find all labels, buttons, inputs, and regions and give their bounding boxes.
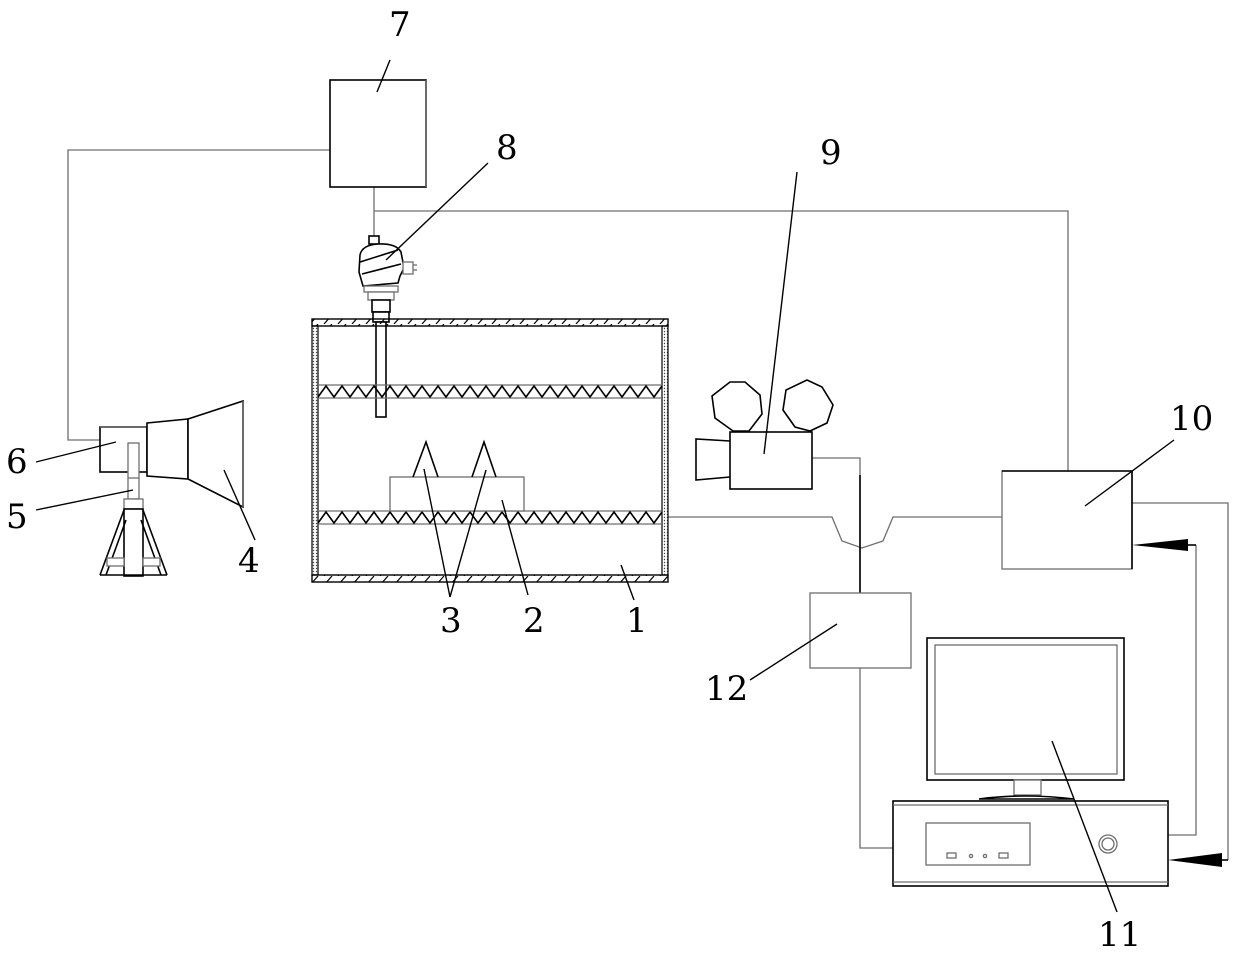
specimen-left bbox=[412, 439, 439, 478]
wire-processor-out bbox=[1132, 502, 1229, 860]
converter-box bbox=[809, 592, 912, 669]
leader-lines bbox=[35, 59, 1175, 913]
camera-reel-left bbox=[711, 381, 763, 432]
label-2: 2 bbox=[523, 601, 545, 641]
camera-body bbox=[729, 431, 813, 490]
usb-port-icon bbox=[946, 852, 957, 859]
label-4: 4 bbox=[238, 541, 260, 581]
test-chamber bbox=[311, 318, 669, 583]
power-button-icon bbox=[1098, 834, 1118, 854]
label-8: 8 bbox=[496, 128, 518, 168]
wires bbox=[67, 149, 1229, 867]
thermal-camera bbox=[695, 379, 834, 490]
monitor-neck bbox=[1013, 779, 1042, 796]
drive-bay bbox=[925, 822, 1031, 866]
computer bbox=[892, 637, 1169, 887]
horn-antenna-assembly bbox=[99, 399, 244, 577]
label-11: 11 bbox=[1098, 915, 1141, 955]
label-3: 3 bbox=[440, 601, 462, 641]
led-icon bbox=[982, 853, 988, 859]
horn-flare bbox=[187, 399, 244, 509]
specimen-right bbox=[471, 439, 497, 478]
label-7: 7 bbox=[389, 5, 411, 45]
led-icon bbox=[968, 853, 974, 859]
camera-lens bbox=[695, 438, 731, 481]
sample-platform bbox=[389, 476, 525, 512]
absorber-lower bbox=[317, 510, 663, 525]
label-5: 5 bbox=[6, 497, 28, 537]
label-12: 12 bbox=[705, 669, 748, 709]
horn-neck bbox=[146, 418, 189, 480]
monitor-screen bbox=[934, 644, 1118, 775]
arrow-to-computer-icon bbox=[1168, 853, 1222, 867]
usb-port-icon bbox=[998, 852, 1009, 859]
monitor-base bbox=[978, 795, 1075, 800]
wire-chamber-to-processor bbox=[668, 516, 1002, 549]
bracket bbox=[99, 426, 148, 473]
wire-computer-out bbox=[1168, 545, 1197, 836]
label-10: 10 bbox=[1170, 399, 1213, 439]
wire-converter-to-computer bbox=[859, 668, 893, 849]
wire-controller-to-bracket bbox=[67, 149, 330, 441]
arrow-to-processor-icon bbox=[1132, 539, 1188, 551]
label-9: 9 bbox=[820, 133, 842, 173]
camera-reel-right bbox=[782, 379, 834, 432]
absorber-upper bbox=[317, 384, 663, 399]
label-6: 6 bbox=[6, 442, 28, 482]
controller-box bbox=[329, 79, 427, 188]
label-1: 1 bbox=[626, 601, 648, 641]
wire-to-processor bbox=[374, 210, 1069, 471]
